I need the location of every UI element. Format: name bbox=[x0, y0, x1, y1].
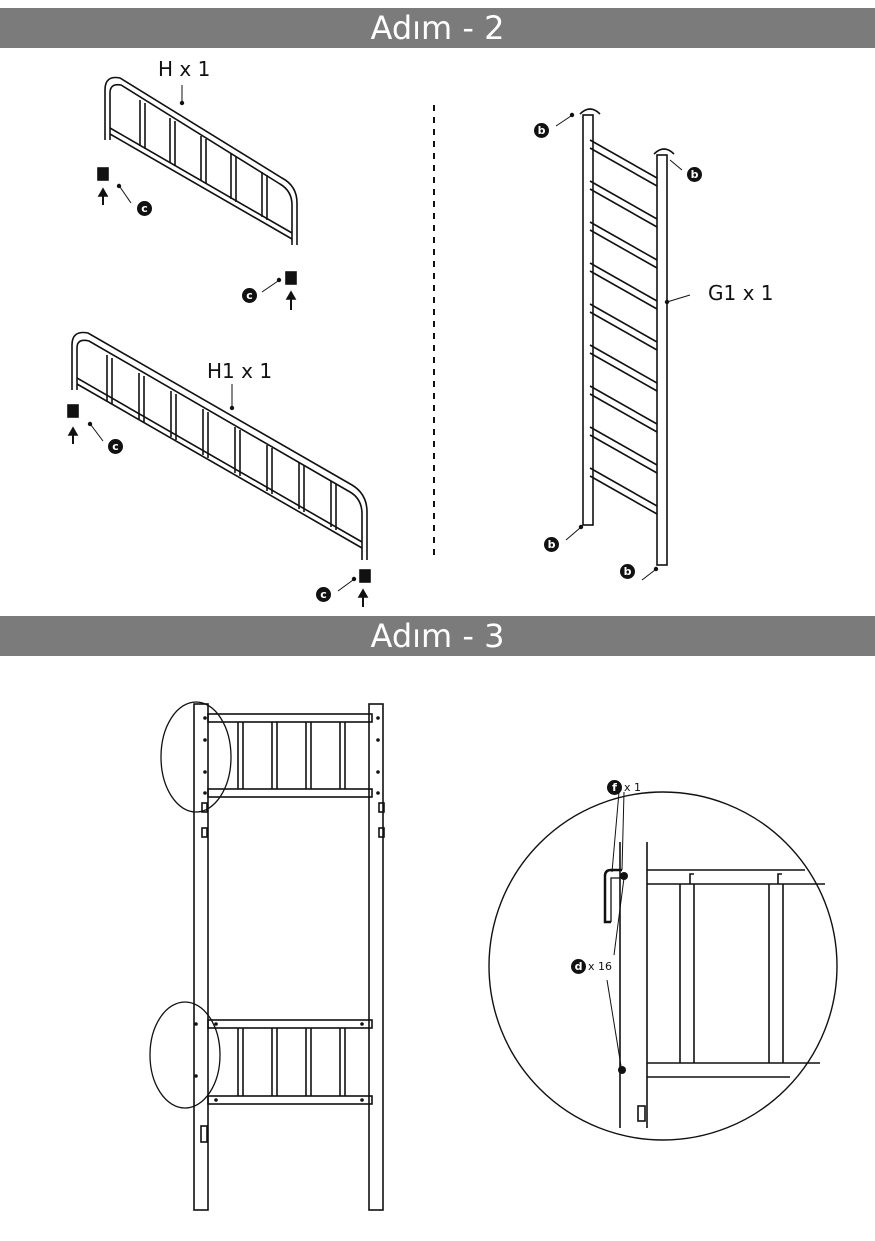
hardware-f-quantity: x 1 bbox=[624, 781, 642, 794]
guard-rail-h bbox=[104, 76, 298, 245]
step-3-header: Adım - 3 bbox=[0, 616, 875, 656]
step-2-header: Adım - 2 bbox=[0, 8, 875, 48]
frame-bolt-dots bbox=[194, 716, 380, 1102]
dots bbox=[87, 100, 670, 582]
hardware-b-badge: b bbox=[620, 564, 635, 579]
detail-magnifier bbox=[488, 791, 838, 1141]
hardware-b-badge: b bbox=[534, 123, 549, 138]
bed-end-frame bbox=[149, 701, 385, 1211]
hardware-b-badge: b bbox=[544, 537, 559, 552]
hardware-b-badge: b bbox=[687, 167, 702, 182]
part-h1-label: H1 x 1 bbox=[207, 359, 273, 383]
detail-leaders bbox=[606, 791, 625, 1067]
guard-rail-h1 bbox=[71, 331, 368, 560]
ladder-g1 bbox=[579, 108, 675, 566]
hardware-c-badge: c bbox=[316, 587, 331, 602]
caps-c bbox=[67, 167, 371, 607]
hardware-c-badge: c bbox=[108, 439, 123, 454]
leader-lines bbox=[90, 85, 691, 592]
hardware-d-badge: d bbox=[571, 959, 586, 974]
detail-bolts bbox=[618, 872, 628, 1074]
part-g1-label: G1 x 1 bbox=[708, 281, 774, 305]
hardware-d-quantity: x 16 bbox=[588, 960, 613, 973]
hardware-c-badge: c bbox=[242, 288, 257, 303]
part-h-label: H x 1 bbox=[158, 57, 211, 81]
hardware-f-badge: f bbox=[607, 780, 622, 795]
hardware-c-badge: c bbox=[137, 201, 152, 216]
